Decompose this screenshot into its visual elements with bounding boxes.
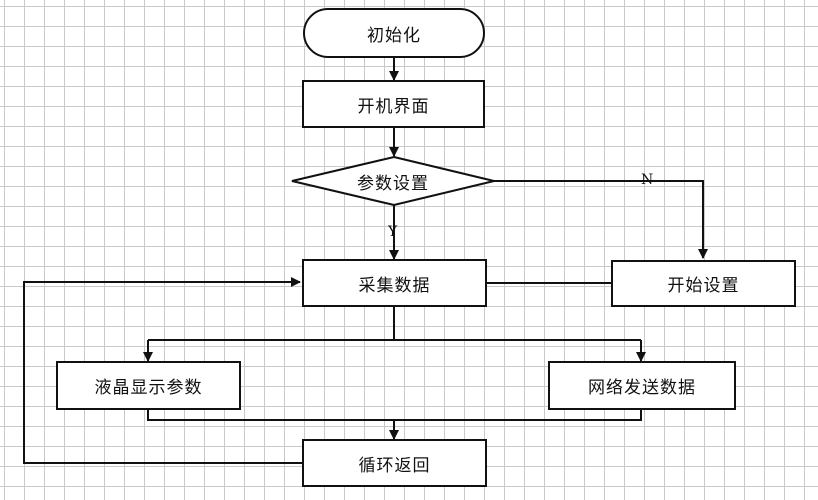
edge-decision-no: [494, 180, 708, 259]
lcd-display-box: 液晶显示参数: [56, 361, 241, 410]
edge-label-yes: Y: [388, 224, 398, 240]
init-label: 初始化: [367, 25, 421, 46]
start-settings-box: 开始设置: [611, 260, 796, 307]
decision-diamond: [291, 155, 495, 207]
edge-label-no: N: [641, 172, 654, 188]
lcd-display-label: 液晶显示参数: [94, 378, 203, 398]
boot-screen-box: 开机界面: [302, 80, 485, 128]
loop-back-box: 循环返回: [302, 439, 487, 487]
param-settings-label: 参数设置: [357, 173, 429, 194]
init-terminal: 初始化: [303, 8, 485, 58]
loop-back-label: 循环返回: [358, 455, 431, 476]
network-send-box: 网络发送数据: [548, 361, 736, 410]
boot-screen-label: 开机界面: [357, 96, 430, 117]
collect-data-box: 采集数据: [302, 259, 487, 307]
start-settings-label: 开始设置: [667, 276, 740, 296]
edge-lcd-merge: [147, 410, 642, 421]
param-settings-decision: 参数设置: [292, 158, 494, 204]
edge-loop-return: [23, 277, 302, 464]
collect-data-label: 采集数据: [358, 275, 431, 296]
network-send-label: 网络发送数据: [588, 378, 696, 398]
